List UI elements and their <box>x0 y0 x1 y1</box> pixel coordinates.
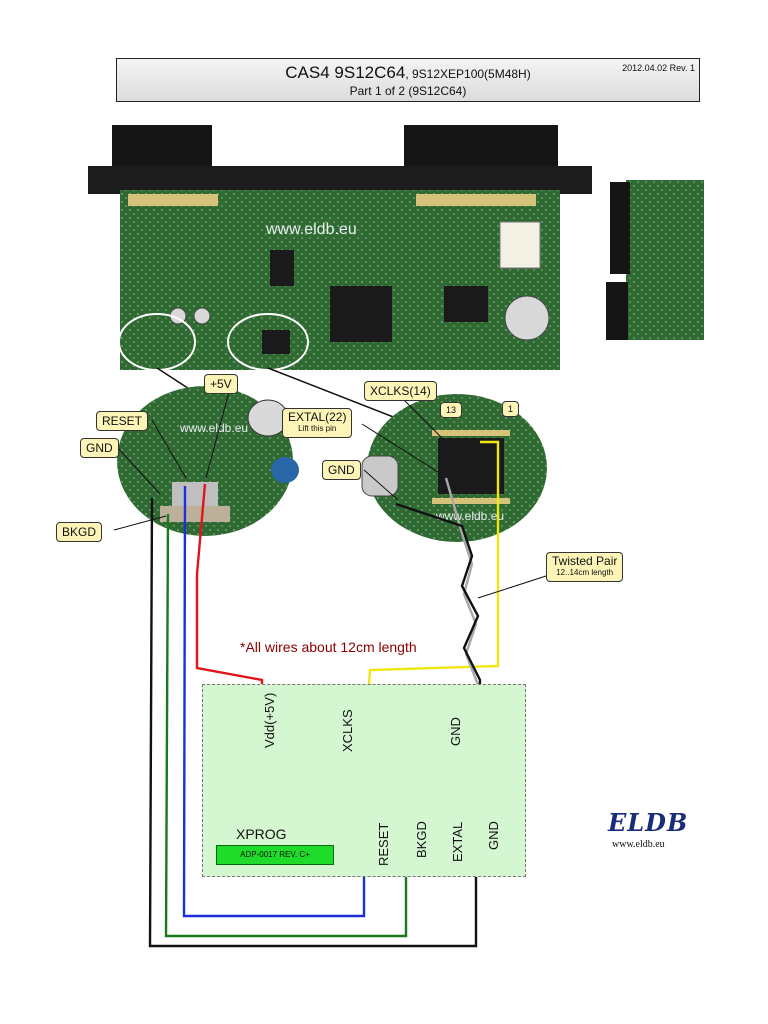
wire-length-note: *All wires about 12cm length <box>240 639 417 655</box>
label-gnd-top: GND <box>448 717 463 746</box>
zoom-left: www.eldb.eu <box>117 386 299 536</box>
capacitor <box>504 295 550 341</box>
highlight-ellipse-left <box>118 313 196 371</box>
title-box: CAS4 9S12C64, 9S12XEP100(5M48H) Part 1 o… <box>116 58 700 102</box>
page-title: CAS4 9S12C64, 9S12XEP100(5M48H) <box>117 63 699 83</box>
connector-rail <box>88 166 592 194</box>
callout-leaders <box>113 387 547 599</box>
label-extal: EXTAL <box>450 821 465 862</box>
eldb-logo: ELDB <box>608 808 689 837</box>
connector-right <box>404 125 558 173</box>
relay <box>499 221 541 269</box>
module-side-view <box>606 180 704 340</box>
zoom-right: www.eldb.eu <box>361 394 547 542</box>
extal-note: Lift this pin <box>298 424 337 433</box>
callout-twisted-pair: Twisted Pair 12..14cm length <box>546 552 624 582</box>
xprog-title: XPROG <box>236 826 287 842</box>
twisted-pair-note: 12..14cm length <box>556 568 614 577</box>
label-gnd-bottom: GND <box>486 821 501 850</box>
eldb-url: www.eldb.eu <box>612 839 665 850</box>
page-subtitle: Part 1 of 2 (9S12C64) <box>349 84 467 98</box>
callout-gnd-right: GND <box>322 460 361 480</box>
svg-text:www.eldb.eu: www.eldb.eu <box>179 421 248 435</box>
twisted-pair-label: Twisted Pair <box>552 554 618 568</box>
callout-gnd-left: GND <box>80 438 119 458</box>
mcu-9s12c64 <box>330 286 392 342</box>
callout-xclks: XCLKS(14) <box>364 381 437 401</box>
xprog-badge: ADP-0017 REV. C+ <box>216 845 334 865</box>
callout-pin1: 1 <box>502 401 520 417</box>
chip-small <box>262 330 290 354</box>
label-reset: RESET <box>376 822 391 866</box>
svg-text:www.eldb.eu: www.eldb.eu <box>435 509 504 523</box>
callout-pin13: 13 <box>440 402 463 418</box>
board-watermark: www.eldb.eu <box>265 221 357 238</box>
label-xclks: XCLKS <box>340 709 355 752</box>
callout-plus5v: +5V <box>204 374 238 394</box>
highlight-ellipse-right <box>227 313 309 371</box>
callout-extal: EXTAL(22) Lift this pin <box>282 408 353 438</box>
revision-date: 2012.04.02 Rev. 1 <box>622 63 695 73</box>
pointer-right <box>267 367 397 419</box>
callout-reset: RESET <box>96 411 149 431</box>
extal-label: EXTAL(22) <box>288 410 347 424</box>
cas4-module-board: www.eldb.eu <box>88 125 592 371</box>
pcb-main <box>120 190 560 370</box>
label-bkgd: BKGD <box>414 821 429 858</box>
label-vdd: Vdd(+5V) <box>262 692 277 748</box>
xprog-adapter <box>202 684 526 877</box>
title-rest: , 9S12XEP100(5M48H) <box>405 67 531 81</box>
callout-bkgd: BKGD <box>56 522 103 542</box>
title-main: CAS4 9S12C64 <box>285 63 406 82</box>
connector-left <box>112 125 212 167</box>
